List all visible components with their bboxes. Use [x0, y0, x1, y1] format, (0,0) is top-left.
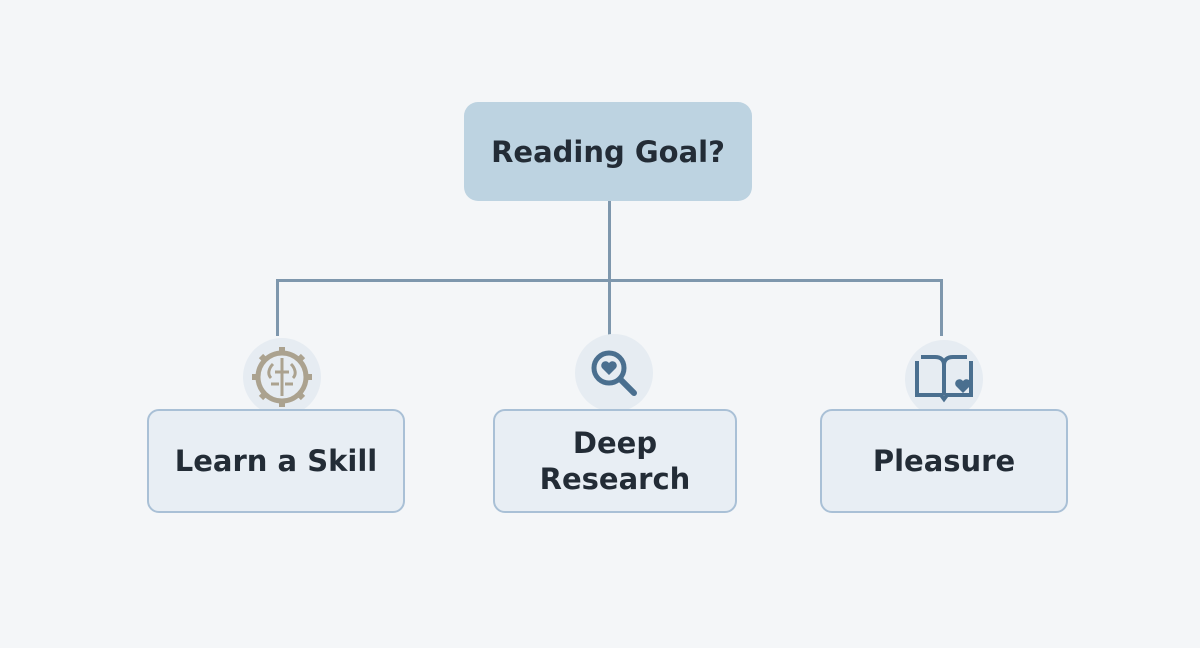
option-label: Deep Research	[539, 426, 691, 496]
connector-center-drop	[608, 279, 611, 336]
magnifier-heart-icon	[575, 334, 653, 412]
connector-right-drop	[940, 279, 943, 336]
root-label: Reading Goal?	[491, 134, 725, 169]
connector-left-drop	[276, 279, 279, 336]
option-deep-research: Deep Research	[493, 409, 737, 513]
brain-gear-icon	[243, 338, 321, 416]
option-label: Learn a Skill	[174, 444, 378, 478]
book-heart-icon	[905, 340, 983, 418]
option-pleasure: Pleasure	[820, 409, 1068, 513]
root-node: Reading Goal?	[464, 102, 752, 201]
connector-root-down	[608, 201, 611, 281]
option-label: Pleasure	[872, 444, 1016, 478]
option-learn-a-skill: Learn a Skill	[147, 409, 405, 513]
